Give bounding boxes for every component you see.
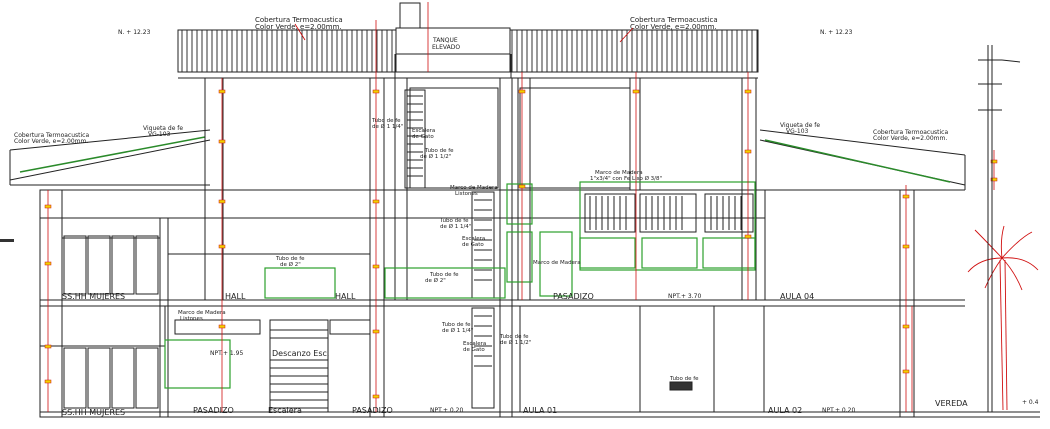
room-escalera: Escalera <box>268 406 302 415</box>
palm-tree <box>967 225 1039 411</box>
note-tubo-2-left-2: de Ø 2" <box>280 261 301 268</box>
note-escalera-lower-2: de Gato <box>463 347 485 353</box>
note-tubo-lower-112-2: de Ø 1 1/2" <box>500 339 531 346</box>
roof-right-title: Cobertura Termoacustica <box>630 16 718 24</box>
vigueta-right-1: Vigueta de fe <box>780 122 820 129</box>
level-right-edge: + 0.4 <box>1022 399 1039 406</box>
note-escalera-gato-2: de Gato <box>412 134 434 140</box>
note-marco-aula: Marco de Madera <box>533 260 581 266</box>
vigueta-right-2: VG-103 <box>786 128 809 135</box>
note-marco-right-2: 1"x3/4" con Fe Liso Ø 3/8" <box>590 175 662 182</box>
room-aula-02: AULA 02 <box>768 406 802 415</box>
npt-landing: NPT.+ 1.95 <box>210 350 243 357</box>
note-marco-lower-2: Listones <box>180 316 203 322</box>
section-marker <box>0 239 14 242</box>
main-roof <box>177 2 759 79</box>
note-marco-right-1: Marco de Madera <box>595 170 643 176</box>
vigueta-left-1: Vigueta de fe <box>143 125 183 132</box>
tank-label-2: ELEVADO <box>432 44 460 51</box>
main-stair <box>269 319 329 413</box>
roof-left-sub: Color Verde, e=2.00mm. <box>255 23 342 31</box>
room-hall-2: HALL <box>335 292 356 301</box>
note-tubo-lower-1: Tubo de fe <box>441 322 471 328</box>
roof-left-title: Cobertura Termoacustica <box>255 16 343 24</box>
npt-upper: NPT.+ 3.70 <box>668 293 701 300</box>
structure <box>39 77 1040 418</box>
ladder-upper <box>404 89 426 189</box>
eave-left-sub: Color Verde, e=2.00mm. <box>14 138 88 145</box>
note-marco-lower-1: Marco de Madera <box>178 310 226 316</box>
room-sshh-upper: SS.HH MUJERES <box>62 292 125 301</box>
note-tubo-114-mid-2: de Ø 1 1/4" <box>440 223 471 230</box>
note-tubo-114-mid-1: Tubo de fe <box>439 218 469 224</box>
note-tubo-aula: Tubo de fe <box>669 376 699 382</box>
room-aula-04: AULA 04 <box>780 292 814 301</box>
eave-right-sub: Color Verde, e=2.00mm. <box>873 135 947 142</box>
room-pasadizo-upper: PASADIZO <box>553 292 594 301</box>
npt-lower-2: NPT.+ 0.20 <box>822 407 855 414</box>
room-pasadizo-lower-2: PASADIZO <box>352 406 393 415</box>
level-top-left: N. + 12.23 <box>118 29 151 36</box>
note-tubo-112-2: de Ø 1 1/2" <box>420 153 451 160</box>
note-tubo-114-top-2: de Ø 1 1/4" <box>372 123 403 130</box>
tank-label-1: TANQUE <box>432 37 458 44</box>
eave-right-title: Cobertura Termoacustica <box>873 129 948 136</box>
landing-label: Descanzo Esc. <box>272 349 329 358</box>
note-tubo-2-left-1: Tubo de fe <box>275 256 305 262</box>
room-hall-1: HALL <box>225 292 246 301</box>
note-marco-madera-1: Marco de Madera <box>450 185 498 191</box>
roof-right-sub: Color Verde, e=2.00mm. <box>630 23 717 31</box>
left-eave <box>9 129 211 186</box>
room-aula-01: AULA 01 <box>523 406 557 415</box>
level-top-right: N. + 12.23 <box>820 29 853 36</box>
note-tubo-112-1: Tubo de fe <box>424 148 454 154</box>
note-escalera-gato-1: Escalera <box>412 128 435 134</box>
note-escalera-mid-1: Escalera <box>462 236 485 242</box>
npt-lower-1: NPT.+ 0.20 <box>430 407 463 414</box>
note-marco-madera-2: Listones <box>455 191 478 197</box>
note-tubo-lower-112-1: Tubo de fe <box>499 334 529 340</box>
room-pasadizo-lower-1: PASADIZO <box>193 406 234 415</box>
room-vereda: VEREDA <box>935 399 968 408</box>
dimension-ticks <box>44 89 998 399</box>
note-tubo-114-top-1: Tubo de fe <box>371 118 401 124</box>
eave-left-title: Cobertura Termoacustica <box>14 132 89 139</box>
light-pole <box>978 45 1021 412</box>
room-sshh-lower: SS.HH MUJERES <box>62 408 125 417</box>
toilet-partitions <box>63 235 159 409</box>
green-frames <box>164 181 756 389</box>
note-tubo-lower-2: de Ø 1 1/4" <box>442 327 473 334</box>
note-escalera-mid-2: de Gato <box>462 242 484 248</box>
note-escalera-lower-1: Escalera <box>463 341 486 347</box>
note-tubo-2-mid-1: Tubo de fe <box>429 272 459 278</box>
note-tubo-2-mid-2: de Ø 2" <box>425 277 446 284</box>
window-louvers <box>174 193 754 391</box>
ladder-lower <box>471 307 495 409</box>
vigueta-left-2: VG-103 <box>148 131 171 138</box>
